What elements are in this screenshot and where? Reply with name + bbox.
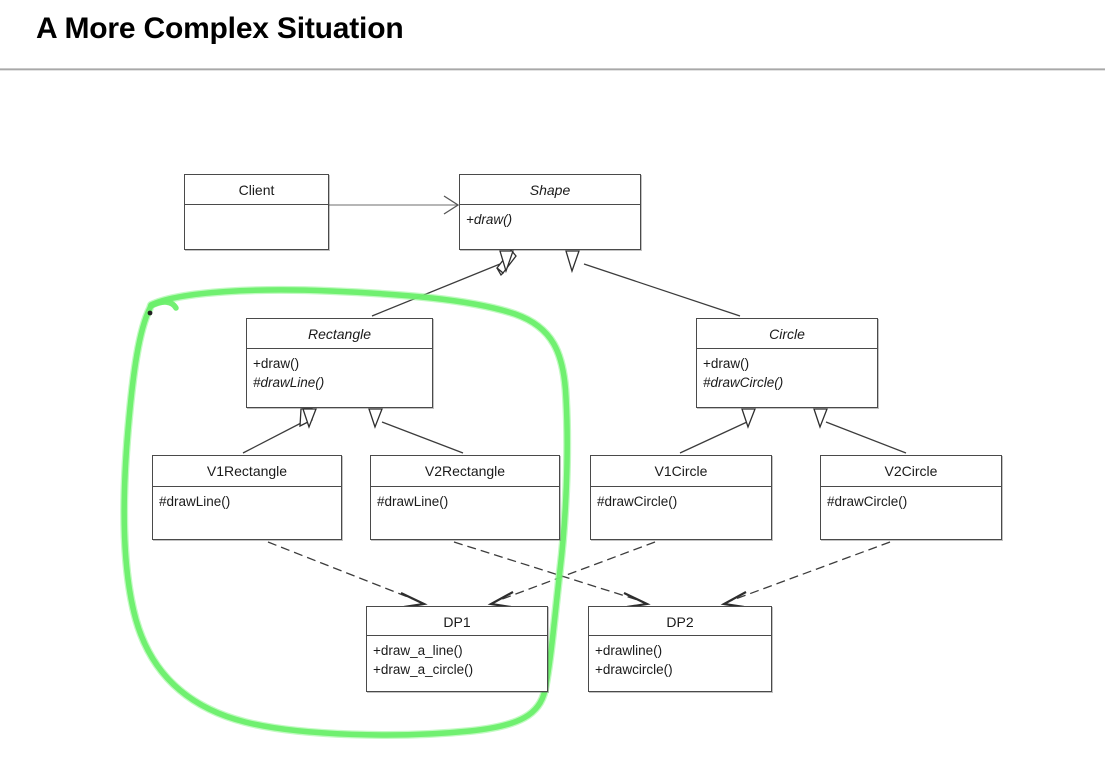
- edge-v2circle-to-circle: [813, 408, 907, 454]
- uml-class-name: V1Rectangle: [153, 456, 341, 487]
- uml-class-dp2[interactable]: DP2 +drawline() +drawcircle(): [588, 606, 772, 692]
- uml-class-name: Client: [185, 175, 328, 205]
- edge-v1circle-to-circle: [679, 408, 756, 454]
- uml-operations-compartment: +draw() #drawLine(): [247, 349, 432, 396]
- uml-class-name: V2Rectangle: [371, 456, 559, 487]
- uml-operations-compartment: [185, 205, 328, 214]
- uml-operations-compartment: +drawline() +drawcircle(): [589, 636, 771, 683]
- uml-operation: #drawCircle(): [827, 494, 908, 509]
- uml-class-name: DP1: [367, 607, 547, 636]
- edge-v2circle-to-dp2: [720, 541, 891, 609]
- uml-class-v1circle[interactable]: V1Circle #drawCircle(): [590, 455, 772, 540]
- uml-class-circle[interactable]: Circle +draw() #drawCircle(): [696, 318, 878, 408]
- uml-class-v1rectangle[interactable]: V1Rectangle #drawLine(): [152, 455, 342, 540]
- uml-operation: +drawline(): [595, 643, 663, 658]
- uml-operation: +drawcircle(): [595, 662, 673, 678]
- uml-operations-compartment: #drawCircle(): [591, 487, 771, 515]
- uml-class-name: V2Circle: [821, 456, 1001, 487]
- uml-operation: #drawLine(): [253, 375, 325, 391]
- uml-class-client[interactable]: Client: [184, 174, 329, 250]
- uml-operation: #drawLine(): [377, 494, 449, 509]
- uml-class-v2circle[interactable]: V2Circle #drawCircle(): [820, 455, 1002, 540]
- uml-class-shape[interactable]: Shape +draw(): [459, 174, 641, 250]
- uml-operations-compartment: +draw(): [460, 205, 640, 233]
- edge-v1rectangle-to-rectangle: [242, 407, 317, 454]
- uml-operation: +draw(): [703, 356, 750, 371]
- uml-class-name: Circle: [697, 319, 877, 349]
- page-title: A More Complex Situation: [36, 12, 404, 45]
- uml-operations-compartment: #drawLine(): [153, 487, 341, 515]
- uml-class-dp1[interactable]: DP1 +draw_a_line() +draw_a_circle(): [366, 606, 548, 692]
- uml-operation: +draw_a_line(): [373, 643, 463, 658]
- uml-class-name: V1Circle: [591, 456, 771, 487]
- uml-operation: +draw_a_circle(): [373, 662, 474, 678]
- uml-class-name: DP2: [589, 607, 771, 636]
- edge-circle-to-shape: [565, 250, 741, 317]
- edge-v1rectangle-to-dp1: [267, 541, 428, 609]
- uml-operation: #drawLine(): [159, 494, 231, 509]
- uml-operation: #drawCircle(): [703, 375, 784, 391]
- uml-operations-compartment: +draw_a_line() +draw_a_circle(): [367, 636, 547, 683]
- edge-client-to-shape: [329, 195, 460, 215]
- uml-class-v2rectangle[interactable]: V2Rectangle #drawLine(): [370, 455, 560, 540]
- uml-operations-compartment: #drawCircle(): [821, 487, 1001, 515]
- edge-v2rectangle-to-rectangle: [368, 408, 464, 454]
- uml-operations-compartment: #drawLine(): [371, 487, 559, 515]
- uml-class-name: Rectangle: [247, 319, 432, 349]
- uml-operation: +draw(): [253, 356, 300, 371]
- uml-class-name: Shape: [460, 175, 640, 205]
- edge-v2rectangle-to-dp2: [453, 541, 651, 609]
- uml-operation: #drawCircle(): [597, 494, 678, 509]
- uml-class-rectangle[interactable]: Rectangle +draw() #drawLine(): [246, 318, 433, 408]
- uml-operations-compartment: +draw() #drawCircle(): [697, 349, 877, 396]
- edge-rectangle-to-shape: [371, 248, 517, 317]
- uml-operation: +draw(): [466, 212, 513, 227]
- title-divider: [0, 68, 1105, 71]
